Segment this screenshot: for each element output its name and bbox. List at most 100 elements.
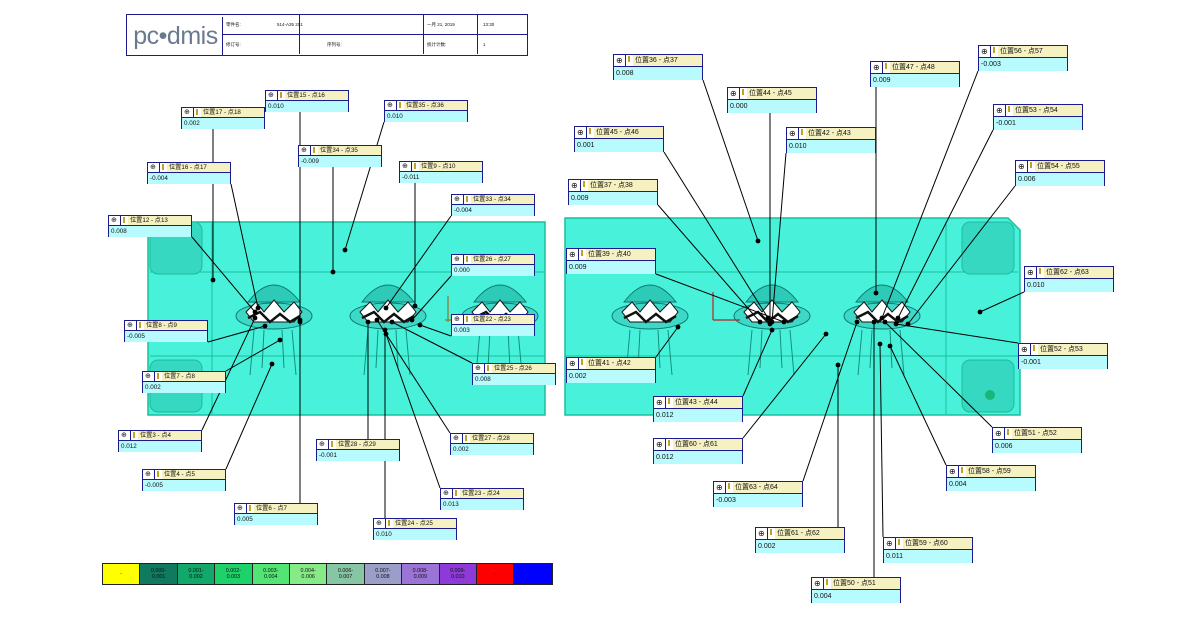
report-date: 一月 21, 2019	[427, 22, 455, 27]
label-name: 位置12 - 点13	[128, 216, 191, 225]
label-value: 0.010	[1025, 279, 1113, 292]
leader-line	[419, 324, 452, 337]
tolerance-icon	[157, 471, 159, 477]
label-value: 0.004	[947, 478, 1035, 491]
leader-line	[897, 129, 994, 319]
leader-line	[225, 339, 281, 372]
measurement-label[interactable]: ⊕位置16 - 点17-0.004	[147, 162, 231, 184]
legend-swatch: 0.001-0.002	[177, 564, 216, 584]
position-icon: ⊕	[454, 195, 460, 203]
label-value: -0.004	[452, 205, 534, 216]
measurement-label[interactable]: ⊕位置52 - 点53-0.001	[1018, 343, 1108, 369]
label-name: 位置23 - 点24	[460, 489, 523, 498]
label-value: 0.006	[993, 440, 1081, 453]
legend-range-from: 0.004-	[300, 568, 316, 574]
leader-line	[376, 319, 451, 434]
measurement-label[interactable]: ⊕位置63 - 点64-0.003	[713, 481, 803, 507]
label-name: 位置28 - 点29	[336, 440, 399, 449]
legend-swatch: 0.003-0.004	[252, 564, 290, 584]
measure-point	[330, 269, 336, 275]
measure-point	[409, 317, 415, 323]
measurement-label[interactable]: ⊕位置56 - 点57-0.003	[978, 45, 1068, 71]
measure-point	[383, 305, 389, 311]
position-icon: ⊕	[443, 489, 449, 497]
leader-line	[385, 215, 452, 309]
tolerance-icon	[414, 163, 416, 169]
leader-line	[230, 183, 259, 309]
label-value: 0.010	[374, 529, 456, 540]
tolerance-icon	[1008, 106, 1010, 112]
tolerance-icon	[139, 322, 141, 328]
position-icon: ⊕	[402, 162, 408, 170]
tolerance-icon	[628, 56, 630, 62]
measure-point	[895, 315, 901, 321]
clamp-mechanism	[235, 284, 313, 376]
position-icon: ⊕	[995, 428, 1002, 438]
tolerance-icon	[1039, 268, 1041, 274]
label-name: 位置24 - 点25	[393, 519, 456, 528]
tolerance-icon	[466, 316, 468, 322]
position-icon: ⊕	[184, 108, 190, 116]
measurement-label[interactable]: ⊕位置53 - 点54-0.001	[993, 104, 1083, 130]
measurement-label[interactable]: ⊕位置9 - 点10-0.011	[399, 161, 483, 183]
measure-point	[374, 317, 380, 323]
label-name: 位置63 - 点64	[733, 482, 802, 493]
label-name: 位置8 - 点9	[144, 321, 207, 330]
leader-line	[344, 121, 385, 251]
measurement-label[interactable]: ⊕位置33 - 点34-0.004	[451, 194, 535, 216]
position-icon: ⊕	[145, 372, 151, 380]
label-value: -0.005	[125, 331, 207, 342]
clamp-mechanism	[611, 284, 689, 376]
label-value: 0.002	[756, 540, 844, 553]
measure-point	[877, 341, 883, 347]
tolerance-icon	[826, 579, 828, 585]
serial-label: 序列号:	[327, 42, 342, 47]
measurement-label[interactable]: ⊕位置28 - 点29-0.001	[316, 439, 400, 461]
position-icon: ⊕	[111, 216, 117, 224]
axis-indicator	[712, 292, 740, 321]
measure-point	[365, 319, 371, 325]
measurement-label[interactable]: ⊕位置34 - 点35-0.009	[298, 145, 382, 167]
legend-range-from: 0.001-	[188, 568, 204, 574]
label-value: 0.002	[451, 444, 533, 455]
tolerance-icon	[885, 63, 887, 69]
label-name: 位置15 - 点16	[285, 91, 348, 100]
part-name-label: 零件名:	[226, 22, 241, 27]
tolerance-icon	[668, 440, 670, 446]
measurement-label[interactable]: ⊕位置8 - 点9-0.005	[124, 320, 208, 342]
measurement-label[interactable]: ⊕位置4 - 点5-0.005	[142, 469, 226, 491]
label-value: 0.008	[109, 226, 191, 237]
label-value: 0.002	[182, 118, 264, 129]
